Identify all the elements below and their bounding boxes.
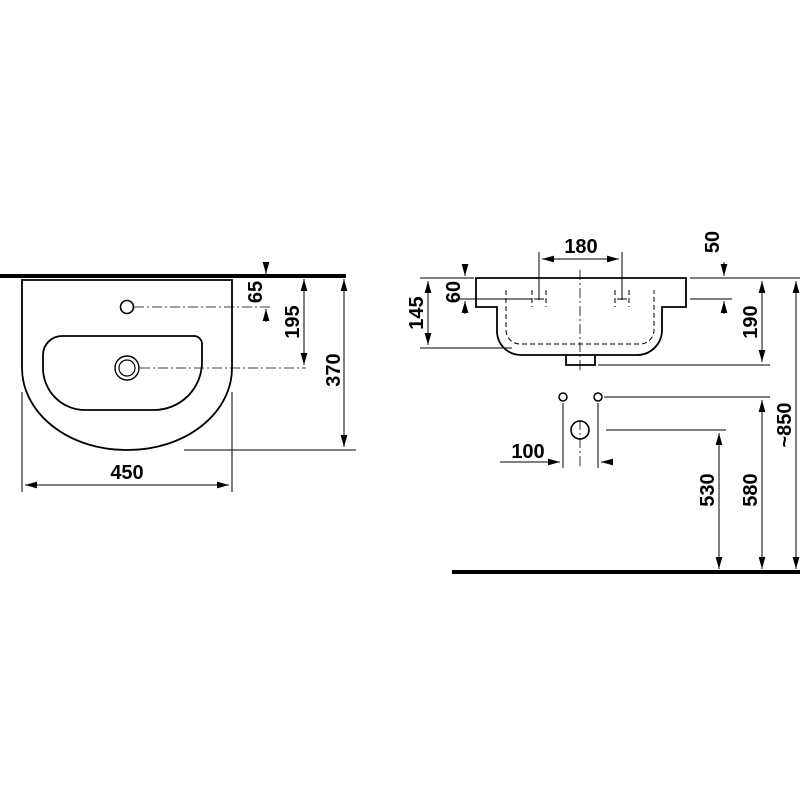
dim-195-label: 195 [282, 305, 304, 338]
supply-pipe-right-icon [593, 392, 603, 402]
drain-hole-icon [114, 355, 140, 381]
dim-50-label: 50 [702, 231, 724, 253]
dim-145-label: 145 [406, 296, 428, 329]
dim-530-label: 530 [697, 473, 719, 506]
waste-pipe-icon [570, 420, 590, 440]
dim-180-label: 180 [564, 236, 597, 258]
side-view: 180 50 60 145 190 100 530 580 [406, 231, 800, 574]
bowl-hidden-profile [505, 290, 655, 345]
basin-side-profile [475, 277, 687, 356]
waste-outlet [565, 355, 596, 366]
supply-pipe-left-icon [558, 392, 568, 402]
dim-65-label: 65 [245, 281, 267, 303]
dim-100-label: 100 [511, 441, 544, 463]
dim-580-label: 580 [740, 473, 762, 506]
tap-hole-icon [119, 299, 135, 315]
bowl-outline [42, 335, 203, 411]
dim-850-label: ~850 [774, 402, 796, 447]
dim-190-label: 190 [740, 305, 762, 338]
top-view: 65 195 370 450 [0, 262, 356, 492]
dim-370-label: 370 [323, 353, 345, 386]
dim-450-label: 450 [110, 462, 143, 484]
dim-60-label: 60 [443, 281, 465, 303]
basin-outline [21, 279, 233, 451]
